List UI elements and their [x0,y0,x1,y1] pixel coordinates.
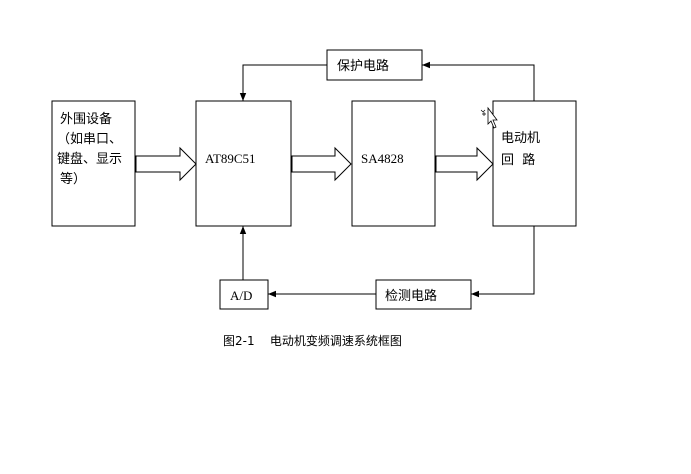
mcu-block: AT89C51 [195,100,292,227]
peripherals-line-3: 键盘、显示 [57,151,122,167]
arrow-motor-to-detection [471,226,535,298]
arrow-driver-to-motor [435,146,494,182]
peripherals-line-4: 等） [60,171,86,187]
protection-block: 保护电路 [326,49,423,81]
figure-caption: 图2-1 电动机变频调速系统框图 [223,333,402,348]
driver-label: SA4828 [361,151,404,166]
peripherals-line-1: 外围设备 [60,111,112,127]
adc-label: A/D [230,288,252,303]
arrow-protection-to-mcu [239,64,327,101]
detection-label: 检测电路 [385,288,437,304]
motor-line-1: 电动机 [501,131,540,146]
arrow-motor-to-protection [422,61,535,101]
arrow-mcu-to-driver [291,146,352,182]
mouse-cursor-icon [480,106,498,129]
arrow-peripherals-to-mcu [135,146,197,182]
motor-block: 电动机 回 路 [492,100,577,227]
detection-block: 检测电路 [375,279,472,310]
mcu-label: AT89C51 [205,151,256,166]
adc-block: A/D [219,279,269,310]
driver-block: SA4828 [351,100,436,227]
protection-label: 保护电路 [337,58,389,74]
peripherals-block: 外围设备 （如串口、 键盘、显示 等） [51,100,136,227]
motor-line-2: 回 路 [501,152,535,168]
peripherals-line-2: （如串口、 [57,131,122,147]
